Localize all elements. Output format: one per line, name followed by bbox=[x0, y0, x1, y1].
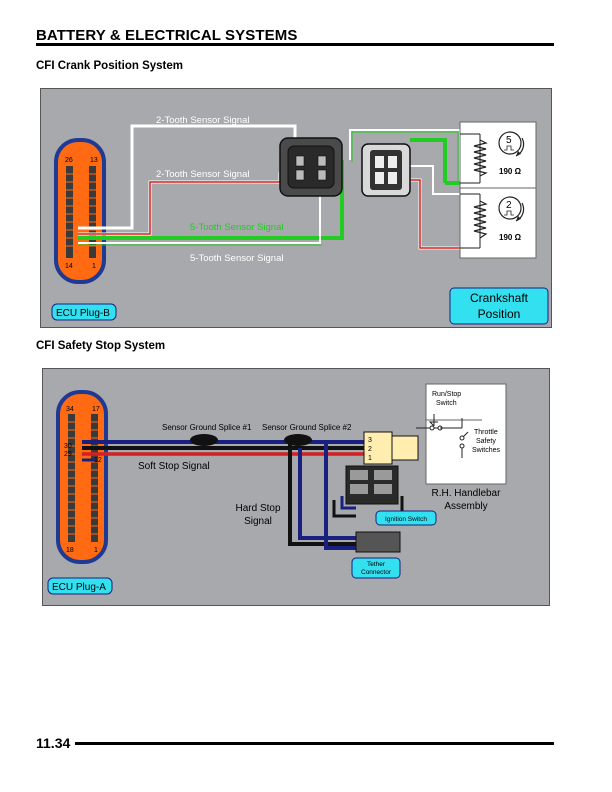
throttle-line3: Switches bbox=[472, 447, 501, 454]
crankshaft-label-line1: Crankshaft bbox=[470, 291, 529, 305]
crank-sensor-box: 5 190 Ω 2 190 Ω bbox=[459, 121, 537, 259]
safety-pin-18: 18 bbox=[66, 547, 74, 554]
safety-pin-34: 34 bbox=[66, 406, 74, 413]
rh-handlebar-assembly bbox=[416, 383, 507, 485]
safety-pin-17: 17 bbox=[92, 406, 100, 413]
soft-stop-label: Soft Stop Signal bbox=[138, 461, 210, 472]
sensor5-resistance: 190 Ω bbox=[499, 167, 522, 176]
throttle-line2: Safety bbox=[476, 438, 496, 445]
tether-connector-body bbox=[355, 531, 401, 553]
crank-ecu-label: ECU Plug-B bbox=[56, 308, 110, 319]
sensor-2tooth-icon bbox=[498, 196, 522, 220]
tether-line1: Tether bbox=[367, 561, 386, 568]
safety-pin-12: 12 bbox=[94, 457, 102, 464]
crank-sensor-connector-right bbox=[361, 143, 411, 197]
ignition-switch-label: Ignition Switch bbox=[385, 516, 427, 523]
connector-pin-3: 3 bbox=[368, 437, 372, 444]
hard-stop-line1: Hard Stop bbox=[235, 503, 280, 514]
wire-5tooth-white bbox=[78, 188, 321, 244]
coil-5tooth-icon bbox=[473, 139, 488, 177]
splice2-label: Sensor Ground Splice #2 bbox=[262, 423, 352, 432]
crank-position-diagram: 26 13 14 1 bbox=[40, 88, 552, 328]
sensor2-teeth: 2 bbox=[506, 200, 512, 211]
crankshaft-label-line2: Position bbox=[478, 307, 521, 321]
safety-section-title: CFI Safety Stop System bbox=[36, 340, 166, 352]
handlebar-line1: R.H. Handlebar bbox=[432, 488, 502, 499]
crank-pin-26: 26 bbox=[65, 157, 73, 164]
sensor-ground-splice-1 bbox=[190, 434, 218, 446]
safety-pin-29: 29 bbox=[64, 451, 72, 458]
label-2tooth-mid: 2-Tooth Sensor Signal bbox=[156, 169, 249, 180]
connector-pin-2: 2 bbox=[368, 446, 372, 453]
safety-pin-1: 1 bbox=[94, 547, 98, 554]
safety-stop-diagram: 34 17 30 29 12 18 1 3 2 1 bbox=[42, 368, 550, 606]
connector-pin-1: 1 bbox=[368, 455, 372, 462]
handlebar-connector: 3 2 1 bbox=[363, 431, 419, 465]
label-5tooth-green: 5-Tooth Sensor Signal bbox=[190, 222, 283, 233]
throttle-line1: Throttle bbox=[474, 429, 498, 436]
safety-ecu-label: ECU Plug-A bbox=[52, 582, 106, 593]
run-stop-line2: Switch bbox=[436, 400, 457, 407]
crank-section-title: CFI Crank Position System bbox=[36, 60, 183, 72]
crank-ecu-label-box bbox=[51, 303, 117, 321]
ignition-switch-label-box bbox=[375, 510, 437, 526]
crank-pin-1: 1 bbox=[92, 263, 96, 270]
safety-wires bbox=[82, 440, 416, 550]
ignition-switch-block bbox=[345, 465, 399, 505]
handlebar-line2: Assembly bbox=[444, 501, 487, 512]
run-stop-line1: Run/Stop bbox=[432, 391, 461, 398]
splice1-label: Sensor Ground Splice #1 bbox=[162, 423, 252, 432]
ecu-plug-b: 26 13 14 1 bbox=[54, 138, 106, 284]
tether-label-box bbox=[351, 557, 401, 579]
sensor5-teeth: 5 bbox=[506, 135, 512, 146]
tether-line2: Connector bbox=[361, 569, 392, 576]
page-number: 11.34 bbox=[36, 735, 71, 751]
label-5tooth-white: 5-Tooth Sensor Signal bbox=[190, 253, 283, 264]
page-header-title: BATTERY & ELECTRICAL SYSTEMS bbox=[36, 27, 298, 44]
ecu-plug-a: 34 17 30 29 12 18 1 bbox=[56, 390, 108, 564]
crank-pin-13: 13 bbox=[90, 157, 98, 164]
sensor-ground-splice-2 bbox=[284, 434, 312, 446]
sensor-5tooth-icon bbox=[498, 131, 522, 155]
wire-2tooth-white bbox=[78, 124, 297, 230]
safety-pin-30: 30 bbox=[64, 443, 72, 450]
crank-pin-14: 14 bbox=[65, 263, 73, 270]
crankshaft-label-box bbox=[449, 287, 549, 325]
label-2tooth-top: 2-Tooth Sensor Signal bbox=[156, 115, 249, 126]
header-rule bbox=[36, 43, 554, 46]
footer-rule bbox=[75, 742, 554, 745]
safety-ecu-label-box bbox=[47, 577, 113, 595]
coil-2tooth-icon bbox=[473, 200, 488, 239]
hard-stop-line2: Signal bbox=[244, 516, 272, 527]
crank-sensor-connector-left bbox=[279, 137, 343, 197]
sensor2-resistance: 190 Ω bbox=[499, 233, 522, 242]
